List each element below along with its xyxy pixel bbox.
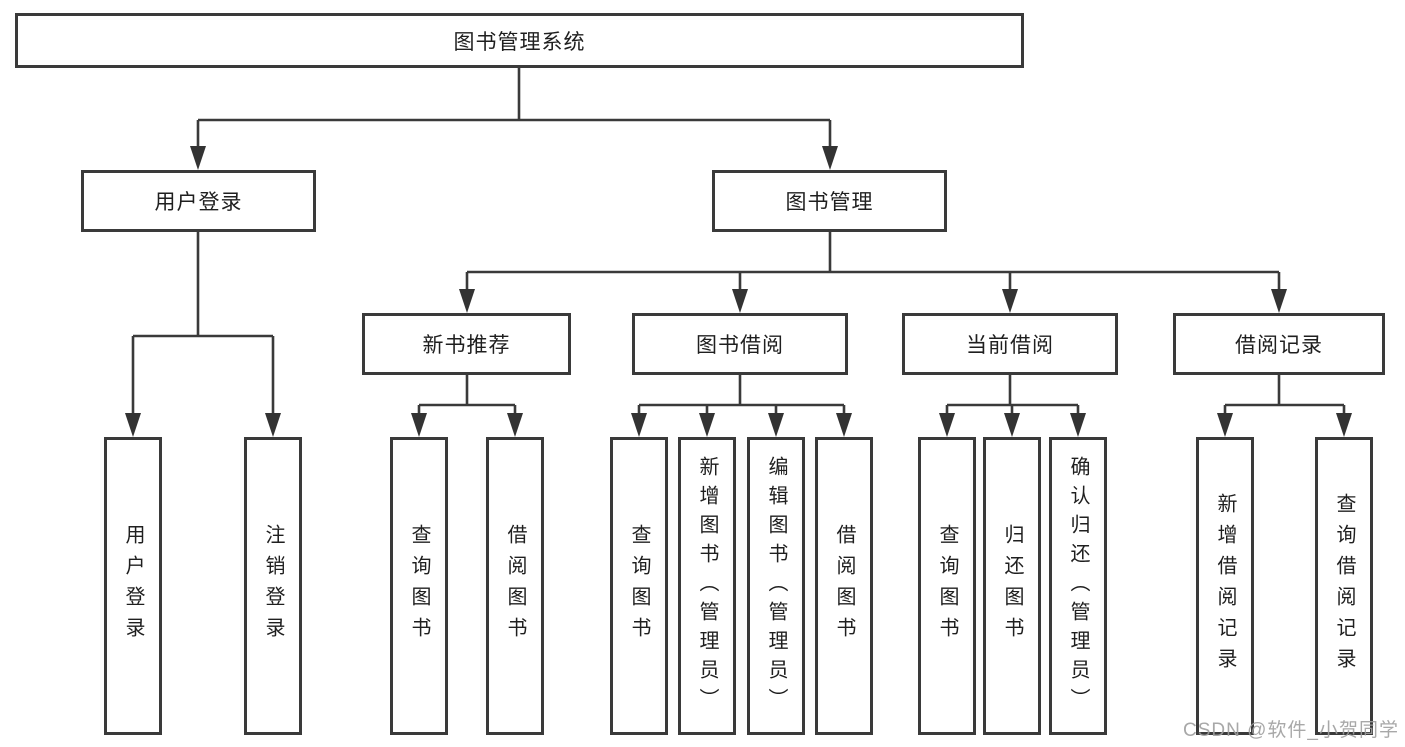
node-label: 新书推荐 — [422, 334, 511, 357]
leaf-recommend-query-books: 查询图书 — [390, 437, 448, 735]
node-label: 图书借阅 — [696, 334, 784, 357]
arrow-down-icon — [822, 146, 838, 170]
leaf-current-return-books: 归还图书 — [983, 437, 1041, 735]
leaf-records-query-record: 查询借阅记录 — [1315, 437, 1373, 735]
connector-borrow-to-leaves — [637, 374, 846, 418]
arrow-down-icon — [1271, 289, 1287, 313]
node-borrow-records: 借阅记录 — [1173, 313, 1385, 375]
connector-user-login-to-leaves — [131, 232, 275, 418]
arrow-down-icon — [125, 413, 141, 437]
arrow-down-icon — [631, 413, 647, 437]
node-book-borrow: 图书借阅 — [632, 313, 848, 375]
connector-book-management-to-level3 — [465, 232, 1281, 294]
node-label: 新增借阅记录 — [1214, 493, 1236, 679]
leaf-current-confirm-return-admin: 确认归还（管理员） — [1049, 437, 1107, 735]
leaf-borrow-add-books-admin: 新增图书（管理员） — [678, 437, 736, 735]
arrow-down-icon — [1004, 413, 1020, 437]
arrow-down-icon — [507, 413, 523, 437]
arrow-down-icon — [1217, 413, 1233, 437]
node-label: 查询图书 — [628, 524, 650, 648]
node-label: 查询借阅记录 — [1333, 493, 1355, 679]
node-label: 查询图书 — [408, 524, 430, 648]
node-label: 确认归还（管理员） — [1067, 455, 1089, 717]
connector-recommend-to-leaves — [417, 374, 517, 418]
connector-root-to-level2 — [196, 68, 832, 150]
node-new-book-recommend: 新书推荐 — [362, 313, 571, 375]
node-label: 注销登录 — [262, 524, 284, 648]
node-label: 用户登录 — [122, 524, 144, 648]
arrowheads — [125, 146, 1352, 437]
leaf-recommend-borrow-books: 借阅图书 — [486, 437, 544, 735]
connector-current-to-leaves — [945, 374, 1080, 418]
leaf-user-login: 用户登录 — [104, 437, 162, 735]
node-label: 用户登录 — [154, 191, 243, 214]
leaf-current-query-books: 查询图书 — [918, 437, 976, 735]
arrow-down-icon — [836, 413, 852, 437]
node-root-library-system: 图书管理系统 — [15, 13, 1024, 68]
arrow-down-icon — [265, 413, 281, 437]
node-book-management: 图书管理 — [712, 170, 947, 232]
node-label: 图书管理系统 — [453, 30, 586, 54]
arrow-down-icon — [1070, 413, 1086, 437]
leaf-logout: 注销登录 — [244, 437, 302, 735]
leaf-borrow-borrow-books: 借阅图书 — [815, 437, 873, 735]
arrow-down-icon — [190, 146, 206, 170]
node-label: 借阅记录 — [1235, 334, 1323, 357]
node-label: 查询图书 — [936, 524, 958, 648]
arrow-down-icon — [1336, 413, 1352, 437]
node-user-login: 用户登录 — [81, 170, 316, 232]
arrow-down-icon — [732, 289, 748, 313]
leaf-borrow-query-books: 查询图书 — [610, 437, 668, 735]
arrow-down-icon — [699, 413, 715, 437]
node-label: 借阅图书 — [504, 524, 526, 648]
node-label: 当前借阅 — [966, 334, 1054, 357]
csdn-watermark: CSDN @软件_小贺同学 — [1183, 720, 1399, 741]
leaf-records-add-record: 新增借阅记录 — [1196, 437, 1254, 735]
node-label: 归还图书 — [1001, 524, 1023, 648]
arrow-down-icon — [768, 413, 784, 437]
arrow-down-icon — [411, 413, 427, 437]
arrow-down-icon — [459, 289, 475, 313]
arrow-down-icon — [1002, 289, 1018, 313]
node-label: 图书管理 — [785, 191, 874, 214]
node-label: 新增图书（管理员） — [696, 455, 718, 717]
node-label: 编辑图书（管理员） — [765, 455, 787, 717]
connector-records-to-leaves — [1223, 374, 1346, 418]
node-current-borrow: 当前借阅 — [902, 313, 1118, 375]
leaf-borrow-edit-books-admin: 编辑图书（管理员） — [747, 437, 805, 735]
arrow-down-icon — [939, 413, 955, 437]
node-label: 借阅图书 — [833, 524, 855, 648]
